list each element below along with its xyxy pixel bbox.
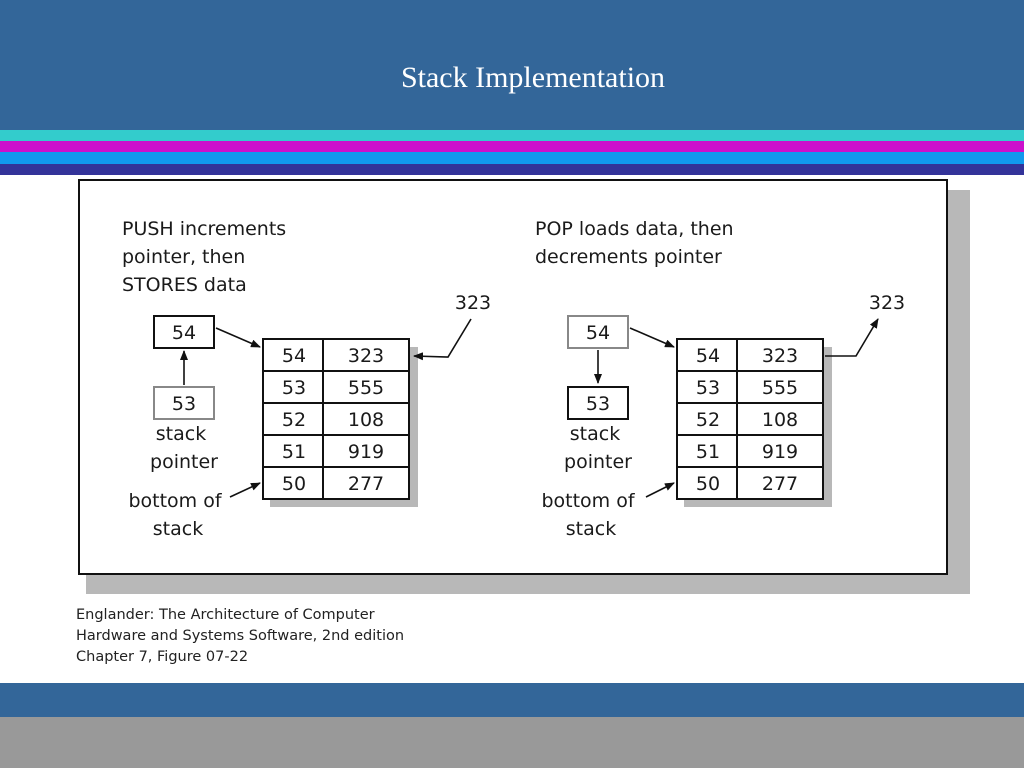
- push-value-cell: 555: [348, 377, 384, 399]
- pop-panel: POP loads data, then decrements pointer …: [535, 218, 905, 540]
- caption-line: Englander: The Architecture of Computer: [76, 607, 375, 623]
- pop-value-cell: 919: [762, 441, 798, 463]
- figure-caption: Englander: The Architecture of Computer …: [76, 605, 496, 668]
- push-incoming-arrow: [413, 318, 472, 361]
- pop-bottom-label: bottom of stack: [541, 490, 640, 540]
- pop-addr-cell: 51: [696, 441, 720, 463]
- pop-addr-cell: 50: [696, 473, 720, 495]
- push-value-cell: 108: [348, 409, 384, 431]
- push-heading-line-2: pointer, then: [122, 246, 245, 268]
- pop-bottom-arrow: [645, 482, 675, 498]
- decor-stripe-cyan: [0, 130, 1024, 141]
- push-addr-cell: 51: [282, 441, 306, 463]
- pop-outgoing-value: 323: [869, 292, 905, 314]
- pop-addr-cell: 52: [696, 409, 720, 431]
- push-addr-cell: 53: [282, 377, 306, 399]
- pop-addr-cell: 53: [696, 377, 720, 399]
- push-bottom-label: bottom of stack: [128, 490, 227, 540]
- push-panel: PUSH increments pointer, then STORES dat…: [122, 218, 491, 540]
- push-value-cell: 277: [348, 473, 384, 495]
- push-incoming-value: 323: [455, 292, 491, 314]
- push-addr-cell: 50: [282, 473, 306, 495]
- decor-stripe-navy: [0, 164, 1024, 175]
- stack-figure: PUSH increments pointer, then STORES dat…: [78, 179, 948, 575]
- pop-addr-cell: 54: [696, 345, 720, 367]
- pop-pointer-top-value: 54: [586, 322, 610, 344]
- decor-stripe-blue: [0, 152, 1024, 164]
- push-value-cell: 919: [348, 441, 384, 463]
- pop-stack-table: [676, 338, 824, 500]
- pop-value-cell: 555: [762, 377, 798, 399]
- pop-pointer-box-top: [567, 315, 629, 349]
- push-addr-cell: 54: [282, 345, 306, 367]
- caption-line: Hardware and Systems Software, 2nd editi…: [76, 628, 405, 644]
- push-pointer-box-bottom: [153, 386, 215, 420]
- slide-title: Stack Implementation: [400, 61, 666, 94]
- decor-stripe-magenta: [0, 141, 1024, 152]
- push-bottom-arrow: [229, 482, 261, 498]
- push-addr-cell: 52: [282, 409, 306, 431]
- push-value-cell: 323: [348, 345, 384, 367]
- slide-footer-gray: [0, 717, 1024, 768]
- pop-value-cell: 108: [762, 409, 798, 431]
- push-heading: PUSH increments pointer, then STORES dat…: [122, 218, 292, 296]
- pop-pointer-box-bottom: [567, 386, 629, 420]
- stack-diagram: PUSH increments pointer, then STORES dat…: [122, 218, 905, 540]
- push-pointer-box-top: [153, 315, 215, 349]
- caption-line: Chapter 7, Figure 07-22: [76, 649, 249, 665]
- pop-value-cell: 323: [762, 345, 798, 367]
- push-heading-line-1: PUSH increments: [122, 218, 286, 240]
- slide-header: [0, 0, 1024, 130]
- pop-heading: POP loads data, then decrements pointer: [535, 218, 740, 268]
- slide-footer-bar: [0, 683, 1024, 717]
- pop-heading-line-1: POP loads data, then: [535, 218, 734, 240]
- push-pointer-label: stack pointer: [150, 423, 218, 473]
- push-pointer-to-table-arrow: [215, 327, 261, 348]
- pop-outgoing-arrow: [825, 318, 879, 357]
- push-pointer-top-value: 54: [172, 322, 196, 344]
- pop-heading-line-2: decrements pointer: [535, 246, 722, 268]
- pop-pointer-label: stack pointer: [564, 423, 632, 473]
- push-pointer-bottom-value: 53: [172, 393, 196, 415]
- pop-value-cell: 277: [762, 473, 798, 495]
- push-stack-table: [262, 338, 410, 500]
- pop-pointer-to-table-arrow: [629, 327, 675, 348]
- push-heading-line-3: STORES data: [122, 274, 247, 296]
- pop-pointer-bottom-value: 53: [586, 393, 610, 415]
